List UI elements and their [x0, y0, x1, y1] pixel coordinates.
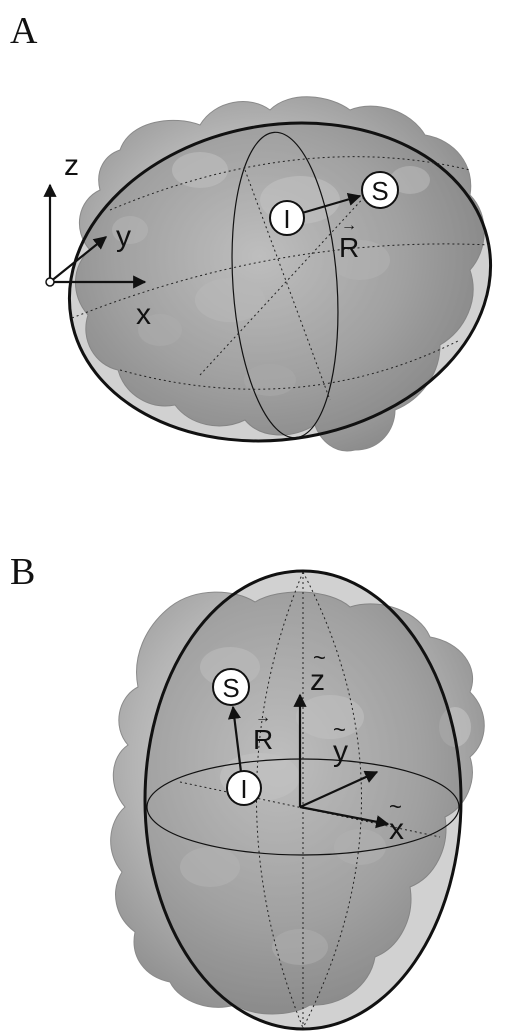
origin-marker: [45, 277, 55, 287]
marker-s-circle: [361, 171, 399, 209]
x-axis-label: x: [136, 298, 151, 331]
r-vector-arrow-b: [227, 705, 243, 773]
panel-a: A: [10, 10, 493, 452]
z-tilde-axis-label: z: [310, 664, 325, 697]
z-axis-label: z: [64, 149, 79, 182]
y-tilde-axis-arrow: [299, 770, 379, 809]
panel-b: B: [0, 517, 515, 1034]
axes-b: ~ z ~ y ~ x: [293, 645, 404, 846]
molecule-surface-b: [110, 591, 485, 1015]
x-tilde-mark: ~: [389, 794, 402, 819]
vector-b: I S → R: [212, 668, 273, 806]
ellipsoid-b: [143, 569, 463, 1031]
r-vector-overarrow: →: [341, 217, 357, 234]
panel-a-letter: A: [10, 10, 38, 52]
r-vector-label: R: [339, 232, 359, 263]
vector-a: I S → R: [269, 171, 399, 263]
r-vector-overarrow-b: →: [255, 709, 271, 726]
z-tilde-mark: ~: [313, 645, 326, 670]
marker-i-circle-b: [226, 770, 262, 806]
marker-i-label: I: [283, 204, 290, 234]
marker-s-label: S: [371, 176, 388, 206]
panel-a-diagram: z y x I S → R: [43, 96, 493, 452]
axes-a: z y x: [43, 149, 151, 331]
y-axis-label: y: [116, 220, 131, 253]
x-tilde-axis-label: x: [389, 813, 404, 846]
marker-s-label-b: S: [222, 673, 239, 703]
marker-i-label-b: I: [240, 774, 247, 804]
y-tilde-mark: ~: [333, 717, 346, 742]
r-vector-arrow: [301, 193, 362, 215]
r-vector-label-b: R: [253, 724, 273, 755]
x-tilde-axis-arrow: [299, 805, 390, 829]
panel-b-letter: B: [10, 551, 36, 593]
marker-s-circle-b: [212, 668, 250, 706]
panel-b-diagram: ~ z ~ y ~ x I S → R: [110, 569, 485, 1031]
marker-i-circle: [269, 200, 305, 236]
y-axis-arrow: [49, 236, 108, 283]
y-tilde-axis-label: y: [333, 735, 348, 768]
